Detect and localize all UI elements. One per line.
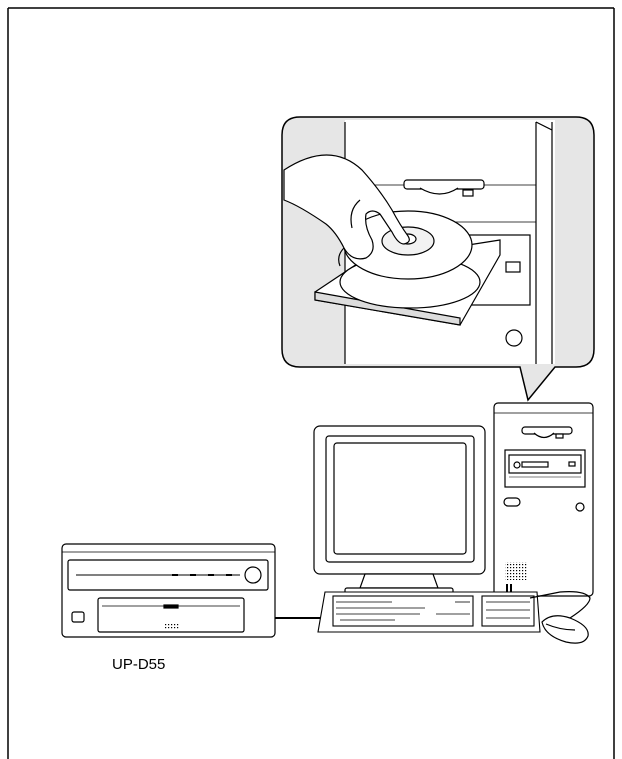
printer-model-label: UP-D55 xyxy=(112,656,165,673)
tower-power-button xyxy=(576,503,584,511)
tower-button xyxy=(504,498,520,506)
monitor xyxy=(314,426,485,598)
cd-insertion-callout xyxy=(282,117,594,400)
printer-vent xyxy=(165,624,179,630)
power-button-closeup xyxy=(506,330,522,346)
speaker-grille xyxy=(505,562,527,580)
printer-slot-button xyxy=(72,612,84,622)
keyboard xyxy=(318,592,540,632)
printer-up-d55 xyxy=(62,544,275,637)
pc-tower xyxy=(494,403,593,596)
printer-power-button xyxy=(245,567,261,583)
cd-drive xyxy=(505,450,585,487)
